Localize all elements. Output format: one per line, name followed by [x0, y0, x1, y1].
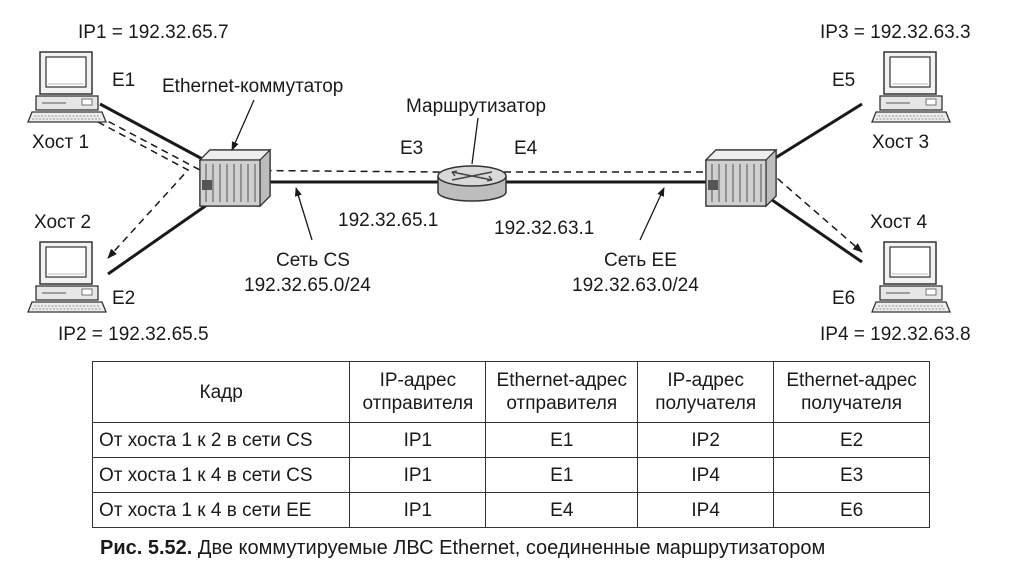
- link-host1-switch: [99, 102, 209, 164]
- net-ee-pointer: [639, 187, 665, 241]
- table-cell: IP4: [637, 492, 775, 528]
- table-cell: IP4: [637, 457, 775, 493]
- router-ip-ee-label: 192.32.63.1: [494, 218, 594, 239]
- net-cs-name: Сеть CS: [276, 250, 350, 271]
- router-label-pointer: [471, 117, 479, 165]
- host4-label: Хост 4: [870, 212, 928, 233]
- host2-ip-label: IP2 = 192.32.65.5: [58, 324, 209, 345]
- link-host2-switch: [107, 198, 215, 276]
- ethernet-switch-cs-icon: [199, 149, 271, 207]
- header-dst-ip-l2: получателя: [655, 393, 757, 414]
- router-icon: [437, 165, 507, 202]
- figure-caption-text: Две коммутируемые ЛВС Ethernet, соединен…: [197, 537, 826, 559]
- host2-label: Хост 2: [34, 212, 91, 233]
- link-switch-host3: [771, 102, 863, 162]
- host3-ip-label: IP3 = 192.32.63.3: [820, 22, 971, 43]
- host3-label: Хост 3: [872, 132, 929, 153]
- port-e6-label: E6: [832, 288, 855, 309]
- host1-label: Хост 1: [32, 132, 89, 153]
- header-dst-ip-l1: IP-адрес: [667, 370, 744, 391]
- table-cell-frame: От хоста 1 к 2 в сети CS: [91, 422, 351, 458]
- header-frame-text: Кадр: [199, 381, 243, 403]
- header-dst-eth-l2: получателя: [801, 393, 902, 414]
- header-src-ip-l1: IP-адрес: [379, 370, 457, 391]
- table-cell: E6: [773, 492, 930, 528]
- link-switch-host4: [771, 198, 863, 264]
- port-e3-label: E3: [400, 138, 423, 159]
- network-diagram: IP1 = 192.32.65.7 IP2 = 192.32.65.5 IP3 …: [27, 22, 971, 345]
- table-row: От хоста 1 к 2 в сети CS IP1 E1 IP2 E2: [91, 422, 930, 458]
- port-e5-label: E5: [832, 70, 855, 91]
- header-dst-eth-l1: Ethernet-адрес: [786, 370, 917, 391]
- table-cell: E2: [773, 422, 930, 458]
- table-cell-frame: От хоста 1 к 4 в сети CS: [91, 457, 351, 493]
- net-cs-address: 192.32.65.0/24: [244, 275, 371, 296]
- path-host1-to-host2: [97, 121, 190, 259]
- table-cell: E1: [485, 457, 639, 493]
- host1-computer-icon: [27, 51, 107, 123]
- router-ip-cs-label: 192.32.65.1: [338, 210, 438, 231]
- table-row: От хоста 1 к 4 в сети EE IP1 E4 IP4 E6: [91, 492, 930, 528]
- links: [99, 102, 863, 276]
- host4-computer-icon: [871, 241, 951, 313]
- router-label: Маршрутизатор: [406, 96, 546, 117]
- table-cell: IP1: [349, 492, 487, 528]
- header-src-eth-l2: отправителя: [506, 393, 618, 414]
- host4-ip-label: IP4 = 192.32.63.8: [820, 324, 971, 345]
- table-cell-frame: От хоста 1 к 4 в сети EE: [91, 492, 351, 528]
- ethernet-switch-ee-icon: [705, 149, 777, 207]
- net-ee-name: Сеть EE: [604, 250, 677, 271]
- table-cell: IP1: [349, 422, 487, 458]
- port-e4-label: E4: [514, 138, 538, 159]
- ethernet-switch-label: Ethernet-коммутатор: [162, 76, 343, 97]
- net-cs-pointer: [294, 187, 313, 241]
- port-e2-label: E2: [112, 288, 135, 309]
- table-cell: IP2: [637, 422, 775, 458]
- table-cell: E4: [485, 492, 639, 528]
- port-e1-label: E1: [112, 70, 135, 91]
- host1-ip-label: IP1 = 192.32.65.7: [78, 22, 229, 43]
- figure-caption: Рис. 5.52. Две коммутируемые ЛВС Etherne…: [100, 537, 825, 560]
- net-ee-address: 192.32.63.0/24: [572, 275, 699, 296]
- host3-computer-icon: [871, 51, 951, 123]
- table-cell: E3: [773, 457, 930, 493]
- table-cell: E1: [485, 422, 639, 458]
- header-src-ip-l2: отправителя: [362, 393, 474, 414]
- switch-label-pointer: [231, 99, 255, 151]
- figure-caption-label: Рис. 5.52.: [100, 537, 193, 559]
- table-cell: IP1: [349, 457, 487, 493]
- host2-computer-icon: [27, 241, 107, 313]
- table-row: От хоста 1 к 4 в сети CS IP1 E1 IP4 E3: [91, 457, 930, 493]
- header-frame: Кадр: [91, 361, 351, 423]
- header-src-eth-l1: Ethernet-адрес: [496, 370, 627, 391]
